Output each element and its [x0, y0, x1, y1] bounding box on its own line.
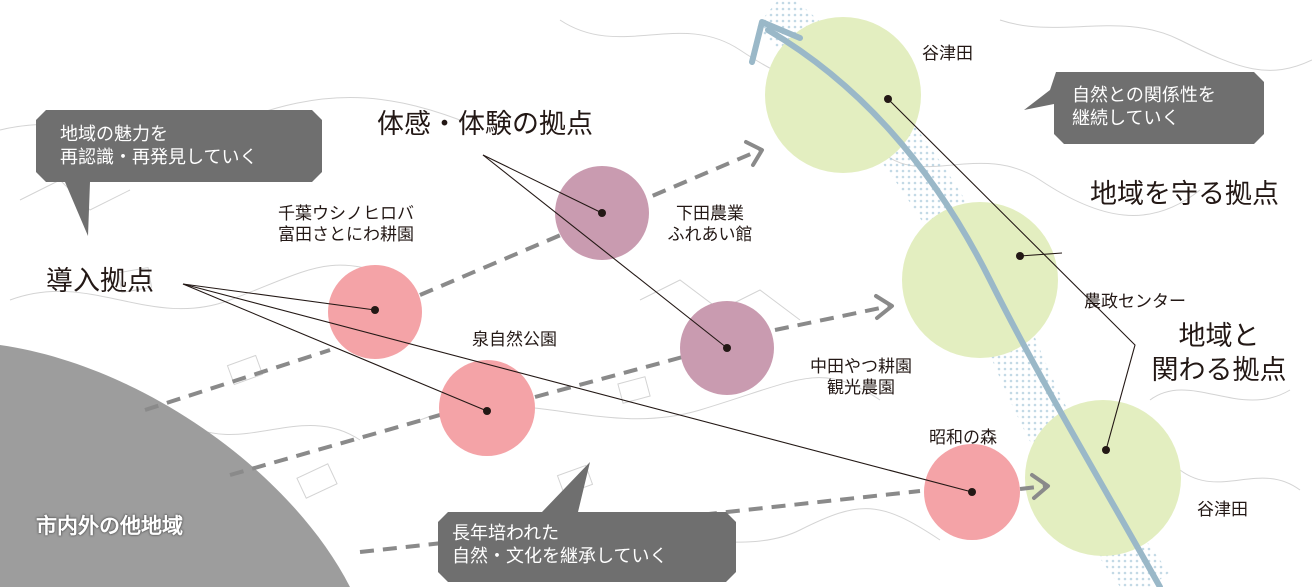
label-shouwa-no-mori: 昭和の森 — [929, 428, 997, 448]
category-relate: 地域と 関わる拠点 — [1134, 320, 1304, 388]
label-chiba: 千葉ウシノヒロバ 富田さとにわ耕園 — [256, 204, 436, 247]
circle-nousei-center — [902, 202, 1058, 358]
bubble-nature-line1: 自然との関係性を — [1072, 85, 1216, 106]
label-chiba-line2: 富田さとにわ耕園 — [278, 225, 414, 246]
bubble-culture-line2: 自然・文化を継承していく — [452, 546, 668, 568]
bubble-charm-line2: 再認識・再発見していく — [60, 147, 258, 169]
leader-lines — [182, 98, 1136, 493]
river-line — [765, 27, 1163, 587]
center-dots — [371, 95, 1110, 496]
region-shape — [0, 345, 350, 587]
label-izumi-park: 泉自然公園 — [472, 330, 557, 350]
bubble-culture: 長年培われた 自然・文化を継承していく — [452, 522, 667, 569]
circle-yatsuda-bottom — [1025, 400, 1181, 556]
bubble-charm-line1: 地域の魅力を — [60, 124, 168, 145]
dashed-arrow-heads-icon — [744, 140, 1050, 500]
label-shimoda-line2: ふれあい館 — [667, 225, 753, 246]
bubble-charm: 地域の魅力を 再認識・再発見していく — [60, 123, 257, 170]
category-introduction: 導入拠点 — [46, 266, 154, 297]
label-nousei-center: 農政センター — [1084, 292, 1186, 312]
bubble-culture-line1: 長年培われた — [452, 523, 560, 544]
category-experience: 体感・体験の拠点 — [377, 109, 593, 140]
bubble-nature-line2: 継続していく — [1072, 108, 1180, 130]
label-nakata-line2: 観光農園 — [827, 378, 895, 399]
bubble-shapes — [36, 72, 1264, 582]
label-shimoda: 下田農業 ふれあい館 — [651, 204, 769, 247]
category-relate-line2: 関わる拠点 — [1151, 354, 1287, 386]
category-protect: 地域を守る拠点 — [1090, 179, 1279, 210]
label-chiba-line1: 千葉ウシノヒロバ — [278, 204, 414, 224]
river-arrow-icon — [749, 19, 803, 65]
label-yatsuda-top: 谷津田 — [922, 44, 973, 64]
label-shimoda-line1: 下田農業 — [676, 204, 744, 224]
category-relate-line1: 地域と — [1178, 321, 1260, 352]
label-yatsuda-bottom: 谷津田 — [1197, 500, 1248, 520]
region-label: 市内外の他地域 — [36, 514, 183, 538]
label-nakata: 中田やつ耕園 観光農園 — [786, 357, 936, 400]
label-nakata-line1: 中田やつ耕園 — [810, 357, 912, 377]
bubble-nature: 自然との関係性を 継続していく — [1072, 84, 1216, 131]
